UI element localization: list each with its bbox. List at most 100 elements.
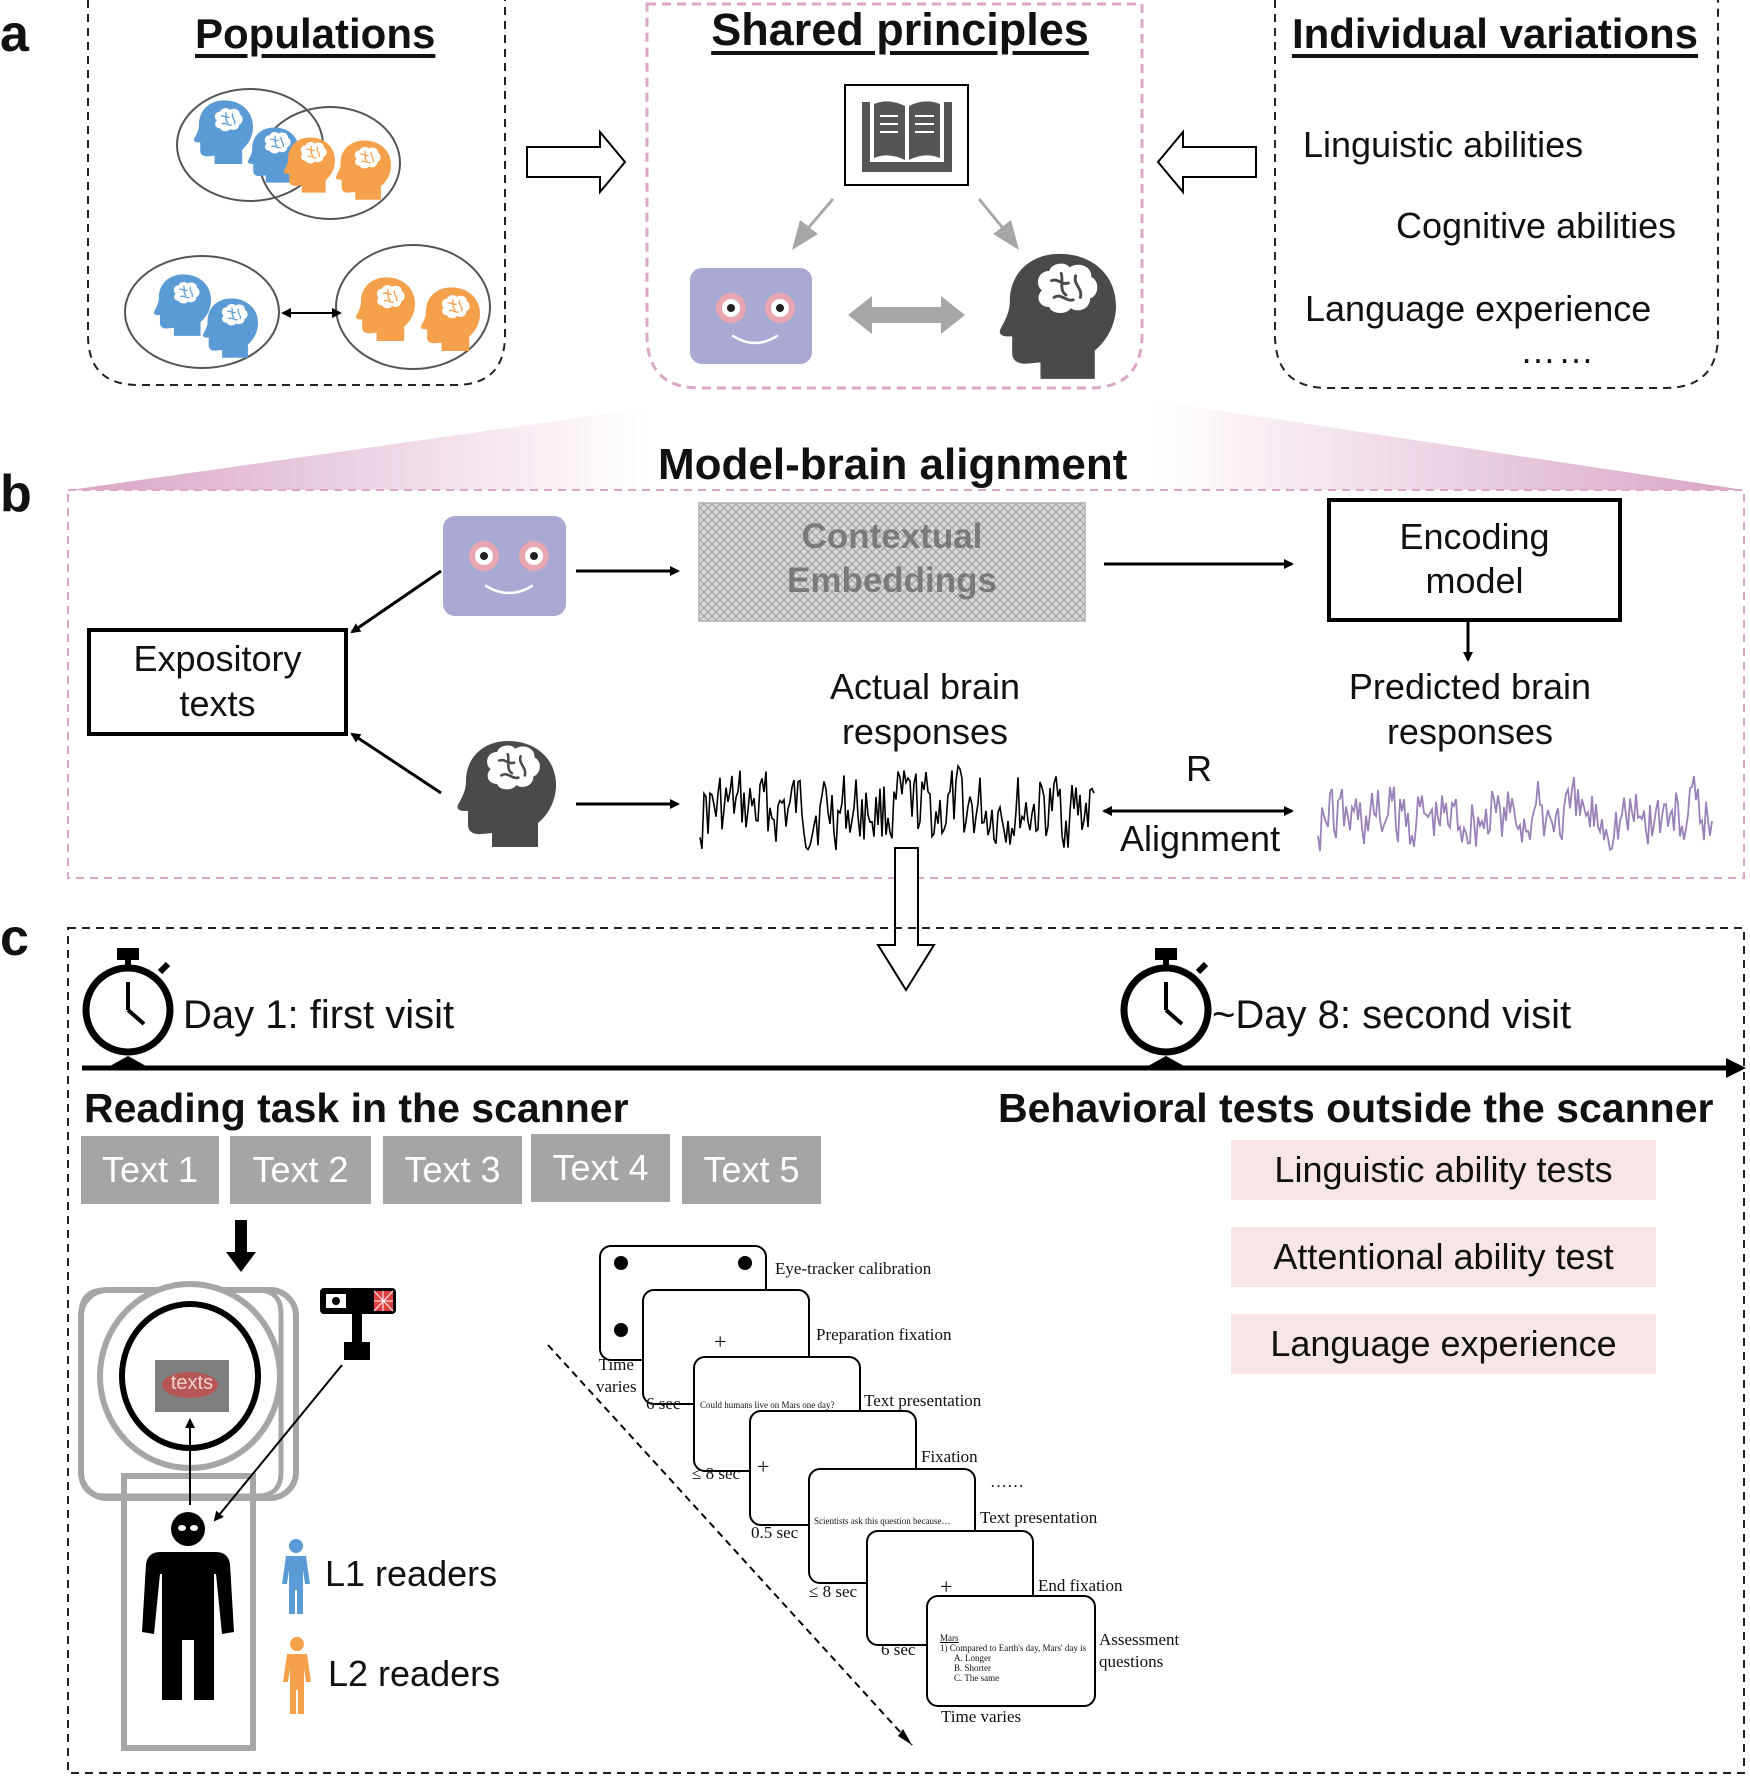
caption-text-presentation-1: Text presentation: [864, 1391, 982, 1410]
assessment-content: Mars 1) Compared to Earth's day, Mars' d…: [940, 1633, 1086, 1683]
actual-responses-line-2: responses: [841, 711, 1009, 752]
populations-box: [87, 0, 506, 386]
panel-label-a: a: [0, 5, 29, 63]
card-text-passage: Scientists ask this question because…: [814, 1516, 951, 1526]
orange-head-icon: [335, 140, 391, 200]
duration-time-varies-2: Time varies: [941, 1707, 1022, 1726]
model-brain-alignment-title: Model-brain alignment: [658, 440, 1128, 489]
calibration-dot: [614, 1323, 628, 1337]
arrow-icon: [350, 732, 442, 795]
caption-end-fixation: End fixation: [1038, 1576, 1123, 1595]
test-linguistic: Linguistic ability tests: [1231, 1140, 1656, 1200]
arrow-down-icon: [226, 1220, 256, 1272]
encoding-model-box: [1327, 498, 1622, 622]
alignment-label: Alignment: [1120, 818, 1281, 859]
variation-language-experience: Language experience: [1305, 288, 1652, 329]
double-gray-arrow-icon: [848, 296, 965, 334]
duration-8-sec-a: ≤ 8 sec: [692, 1464, 741, 1483]
caption-assessment-line-1: Assessment: [1099, 1630, 1180, 1649]
brain-head-icon: [999, 253, 1116, 379]
text-4-box: Text 4: [531, 1134, 670, 1202]
actual-responses-line-1: Actual brain: [829, 666, 1021, 707]
duration-time-varies-line-1: Time: [598, 1355, 634, 1374]
variation-cognitive: Cognitive abilities: [1396, 205, 1677, 246]
predicted-responses-label: Predicted brain responses: [1310, 664, 1630, 754]
contextual-embeddings-box: [698, 502, 1086, 622]
populations-title: Populations: [195, 10, 436, 57]
encoding-model-line-2: model: [1425, 560, 1524, 601]
expository-texts-box: [87, 628, 348, 736]
r-label: R: [1186, 748, 1212, 789]
fixation-cross: +: [757, 1454, 770, 1479]
duration-0-5-sec: 0.5 sec: [751, 1523, 799, 1542]
stopwatch-icon: [82, 948, 174, 1056]
calibration-dot: [738, 1256, 752, 1270]
fan-right: [1150, 400, 1744, 490]
test-language-experience: Language experience: [1231, 1314, 1656, 1374]
expository-texts-label: Expository texts: [89, 636, 346, 726]
gray-arrow-icon: [978, 198, 1019, 250]
caption-assessment-line-2: questions: [1099, 1652, 1164, 1671]
text-2-box: Text 2: [230, 1136, 371, 1204]
duration-8-sec-b: ≤ 8 sec: [809, 1582, 858, 1601]
caption-prep-fixation: Preparation fixation: [816, 1325, 952, 1344]
contextual-embeddings-line-1: Contextual: [801, 517, 983, 556]
robot-icon: [690, 268, 812, 364]
shared-principles-box: [645, 2, 1144, 390]
caption-ellipsis: ……: [990, 1472, 1024, 1491]
individual-variations-box: [1274, 0, 1719, 389]
participant-icon: [142, 1512, 234, 1700]
assessment-line: C. The same: [954, 1673, 1000, 1683]
trial-time-axis: [547, 1344, 913, 1746]
l2-readers-label: L2 readers: [328, 1653, 501, 1694]
individual-variations-title: Individual variations: [1291, 10, 1699, 57]
caption-fixation: Fixation: [921, 1447, 978, 1466]
predicted-responses-line-1: Predicted brain: [1348, 666, 1592, 707]
actual-responses-label: Actual brain responses: [775, 664, 1075, 754]
expository-texts-line-2: texts: [179, 683, 256, 724]
scanner-bed: [121, 1473, 256, 1751]
expository-texts-line-1: Expository: [133, 638, 302, 679]
text-1-box: Text 1: [81, 1136, 219, 1204]
card-text-question: Could humans live on Mars one day?: [700, 1400, 835, 1410]
variation-linguistic: Linguistic abilities: [1303, 124, 1584, 165]
day8-label: ~Day 8: second visit: [1212, 993, 1572, 1037]
predicted-responses-line-2: responses: [1386, 711, 1554, 752]
tracker-arrow: [213, 1364, 343, 1522]
contextual-embeddings-line-2: Embeddings: [786, 561, 998, 600]
day1-label: Day 1: first visit: [183, 993, 455, 1037]
arrow-left-icon: [1156, 129, 1257, 195]
robot-icon: [443, 516, 566, 616]
eye-tracker-camera-icon: [320, 1288, 396, 1360]
behavioral-tests-title: Behavioral tests outside the scanner: [998, 1085, 1714, 1131]
fixation-cross: +: [714, 1329, 727, 1354]
arrow-down-icon: [876, 847, 936, 992]
l1-readers-label: L1 readers: [325, 1553, 498, 1594]
panel-label-c: c: [0, 909, 29, 967]
caption-assessment: Assessment questions: [1099, 1629, 1179, 1673]
assessment-line: Mars: [940, 1633, 959, 1643]
assessment-line: A. Longer: [954, 1653, 991, 1663]
trial-card-assessment: Mars 1) Compared to Earth's day, Mars' d…: [926, 1595, 1096, 1707]
arrow-right-icon: [526, 129, 627, 195]
scanner-screen-text: texts: [170, 1372, 214, 1394]
caption-eye-tracker: Eye-tracker calibration: [775, 1259, 932, 1278]
brain-head-icon: [457, 741, 556, 847]
fan-left: [70, 408, 648, 490]
fixation-cross: +: [940, 1574, 953, 1599]
test-attentional: Attentional ability test: [1231, 1227, 1656, 1287]
duration-6-sec-a: 6 sec: [646, 1394, 681, 1413]
assessment-line: B. Shorter: [954, 1663, 991, 1673]
variation-ellipsis: ……: [1520, 330, 1596, 371]
reading-task-title: Reading task in the scanner: [84, 1085, 629, 1131]
contextual-embeddings-label: Contextual Embeddings: [699, 515, 1085, 603]
panel-label-b: b: [0, 465, 32, 523]
duration-6-sec-b: 6 sec: [881, 1640, 916, 1659]
actual-brain-signal: [699, 763, 1095, 851]
caption-text-presentation-2: Text presentation: [980, 1508, 1098, 1527]
predicted-brain-signal: [1317, 775, 1713, 852]
arrow-icon: [350, 569, 442, 634]
l1-reader-icon: [282, 1539, 310, 1614]
